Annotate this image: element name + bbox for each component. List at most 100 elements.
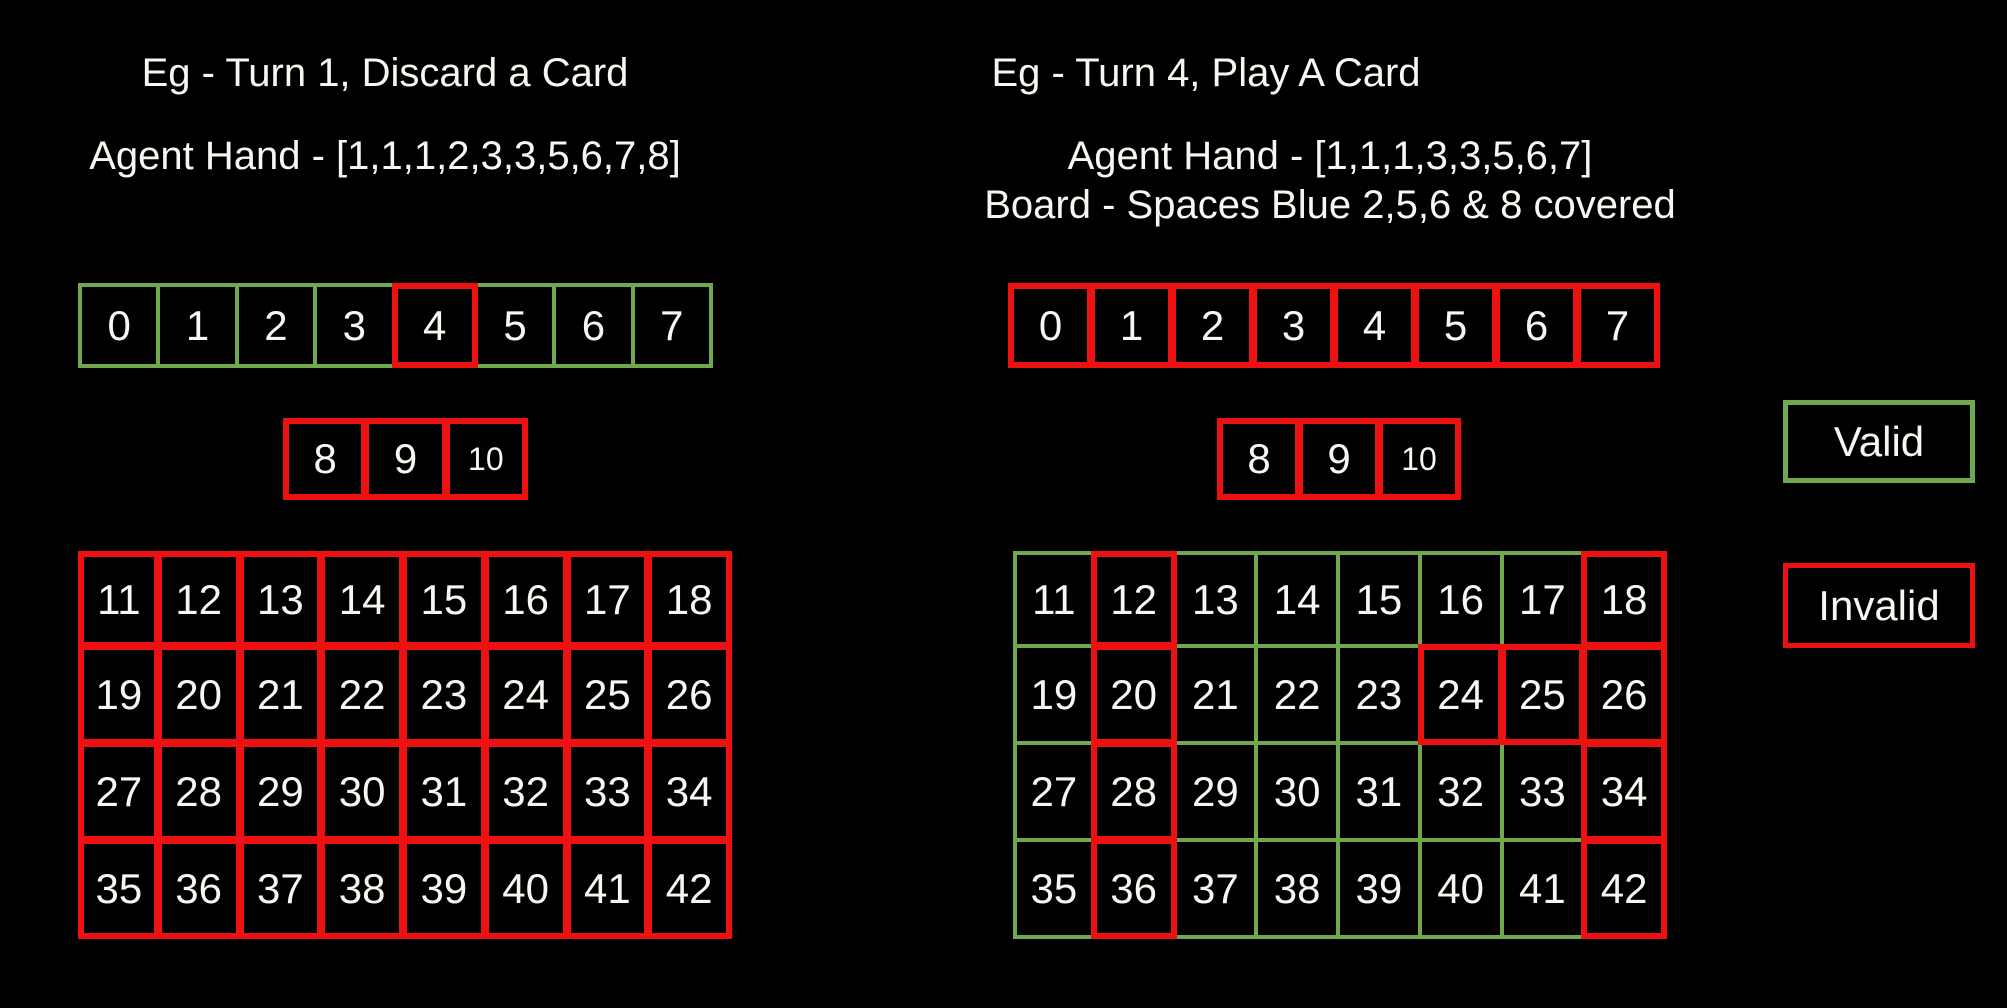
action-cell-42: 42: [646, 838, 732, 939]
action-cell-24: 24: [482, 644, 569, 745]
action-cell-34: 34: [1581, 741, 1667, 842]
left-example-info: Agent Hand - [1,1,1,2,3,3,5,6,7,8]: [35, 132, 735, 181]
action-cell-27: 27: [78, 741, 160, 842]
action-cell-22: 22: [319, 644, 405, 745]
legend-invalid-label: Invalid: [1818, 581, 1940, 629]
action-cell-11: 11: [1013, 551, 1095, 648]
action-cell-30: 30: [1254, 741, 1340, 842]
action-cell-17: 17: [1499, 551, 1586, 648]
action-cell-3: 3: [313, 283, 396, 368]
action-cell-7: 7: [1575, 283, 1660, 368]
action-cell-38: 38: [1254, 838, 1340, 939]
action-cell-36: 36: [1090, 838, 1177, 939]
action-cell-25: 25: [564, 644, 651, 745]
action-cell-20: 20: [1090, 644, 1177, 745]
info-line: Agent Hand - [1,1,1,2,3,3,5,6,7,8]: [89, 134, 681, 178]
action-cell-41: 41: [564, 838, 651, 939]
action-cell-20: 20: [155, 644, 242, 745]
action-cell-33: 33: [1499, 741, 1586, 842]
action-cell-3: 3: [1251, 283, 1336, 368]
action-cell-28: 28: [155, 741, 242, 842]
action-cell-37: 37: [1172, 838, 1259, 939]
action-cell-12: 12: [155, 551, 242, 648]
action-cell-26: 26: [1581, 644, 1667, 745]
action-cell-8: 8: [1217, 418, 1301, 500]
action-cell-21: 21: [1172, 644, 1259, 745]
action-cell-16: 16: [482, 551, 569, 648]
action-cell-22: 22: [1254, 644, 1340, 745]
action-cell-27: 27: [1013, 741, 1095, 842]
right-example-info: Agent Hand - [1,1,1,3,3,5,6,7] Board - Sp…: [975, 132, 1685, 230]
action-cell-40: 40: [482, 838, 569, 939]
left-example-title: Eg - Turn 1, Discard a Card: [141, 51, 629, 95]
action-cell-4: 4: [391, 283, 478, 368]
action-cell-13: 13: [1172, 551, 1259, 648]
action-cell-11: 11: [78, 551, 160, 648]
action-cell-4: 4: [1332, 283, 1417, 368]
action-cell-18: 18: [646, 551, 732, 648]
action-cell-42: 42: [1581, 838, 1667, 939]
action-cell-31: 31: [401, 741, 487, 842]
action-cell-8: 8: [283, 418, 368, 500]
action-cell-9: 9: [1297, 418, 1381, 500]
action-cell-21: 21: [237, 644, 324, 745]
action-cell-23: 23: [401, 644, 487, 745]
action-cell-2: 2: [234, 283, 318, 368]
action-cell-10: 10: [443, 418, 528, 500]
action-cell-40: 40: [1417, 838, 1504, 939]
info-line: Board - Spaces Blue 2,5,6 & 8 covered: [984, 183, 1676, 227]
action-cell-29: 29: [1172, 741, 1259, 842]
action-cell-6: 6: [552, 283, 635, 368]
action-cell-1: 1: [156, 283, 239, 368]
action-cell-35: 35: [78, 838, 160, 939]
action-cell-38: 38: [319, 838, 405, 939]
info-line: Agent Hand - [1,1,1,3,3,5,6,7]: [1067, 134, 1593, 178]
action-cell-5: 5: [1413, 283, 1498, 368]
action-cell-0: 0: [78, 283, 161, 368]
action-cell-37: 37: [237, 838, 324, 939]
action-cell-26: 26: [646, 644, 732, 745]
action-cell-2: 2: [1170, 283, 1255, 368]
action-cell-15: 15: [401, 551, 487, 648]
action-cell-7: 7: [630, 283, 713, 368]
action-cell-30: 30: [319, 741, 405, 842]
action-cell-14: 14: [319, 551, 405, 648]
action-cell-39: 39: [401, 838, 487, 939]
action-cell-39: 39: [1336, 838, 1422, 939]
action-cell-19: 19: [1013, 644, 1095, 745]
action-cell-31: 31: [1336, 741, 1422, 842]
action-cell-1: 1: [1089, 283, 1174, 368]
action-cell-5: 5: [473, 283, 557, 368]
action-cell-24: 24: [1417, 644, 1504, 745]
action-cell-29: 29: [237, 741, 324, 842]
action-cell-23: 23: [1336, 644, 1422, 745]
action-cell-10: 10: [1377, 418, 1461, 500]
action-cell-12: 12: [1090, 551, 1177, 648]
action-cell-32: 32: [482, 741, 569, 842]
right-example-title: Eg - Turn 4, Play A Card: [991, 51, 1421, 95]
action-cell-14: 14: [1254, 551, 1340, 648]
action-cell-6: 6: [1494, 283, 1579, 368]
action-cell-41: 41: [1499, 838, 1586, 939]
action-cell-13: 13: [237, 551, 324, 648]
action-cell-16: 16: [1417, 551, 1504, 648]
action-cell-17: 17: [564, 551, 651, 648]
action-cell-18: 18: [1581, 551, 1667, 648]
action-cell-15: 15: [1336, 551, 1422, 648]
legend-valid-box: Valid: [1783, 400, 1975, 483]
action-cell-34: 34: [646, 741, 732, 842]
action-cell-25: 25: [1499, 644, 1586, 745]
action-cell-36: 36: [155, 838, 242, 939]
action-cell-9: 9: [363, 418, 448, 500]
action-cell-0: 0: [1008, 283, 1093, 368]
action-cell-35: 35: [1013, 838, 1095, 939]
legend-valid-label: Valid: [1833, 417, 1925, 465]
action-cell-28: 28: [1090, 741, 1177, 842]
